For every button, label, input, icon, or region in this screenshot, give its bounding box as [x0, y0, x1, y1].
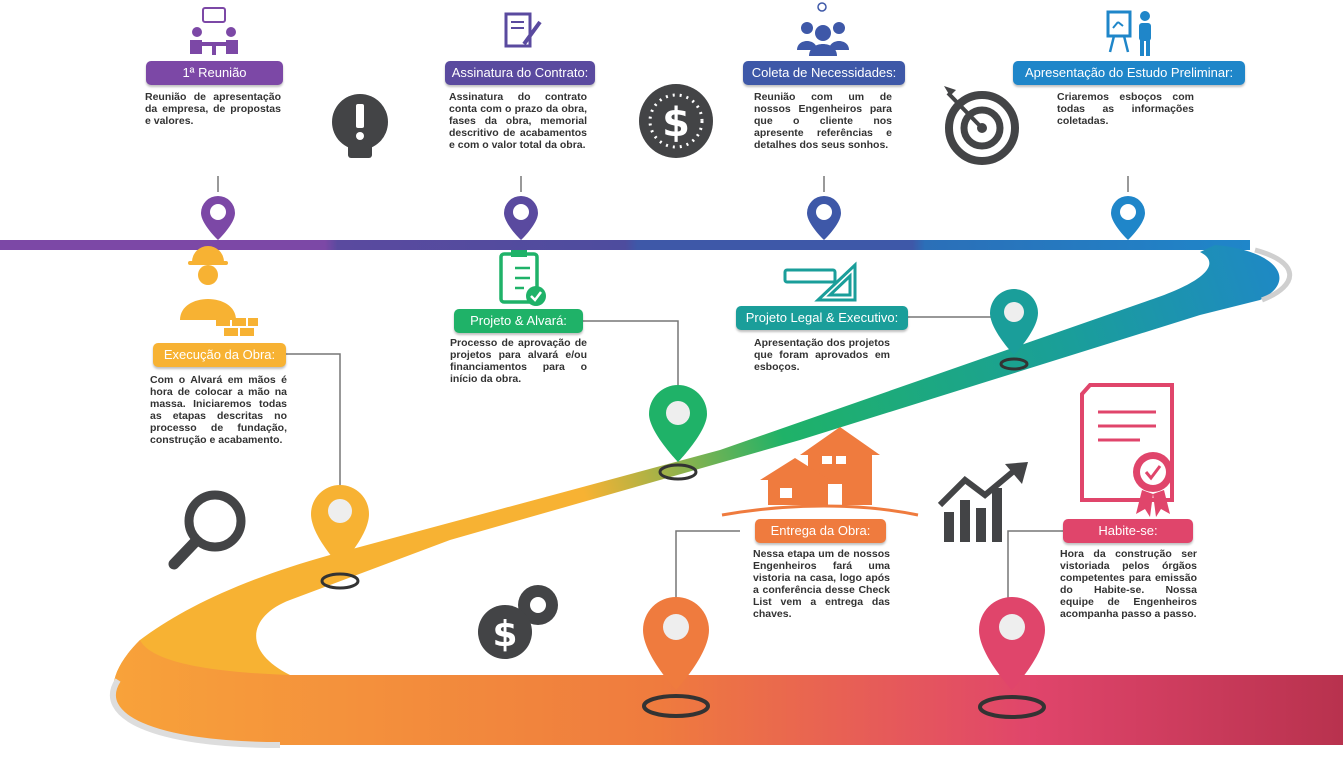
desc-reuniao: Reunião de apresentação da empresa, de p… [145, 91, 281, 127]
pin-contrato [504, 196, 538, 240]
label-alvara: Projeto & Alvará: [454, 309, 583, 333]
checklist-icon [499, 250, 546, 306]
road-edge [110, 678, 281, 748]
desc-projeto-legal: Apresentação dos projetos que foram apro… [754, 337, 890, 373]
pin-habite-se [978, 597, 1046, 719]
lightbulb-alert-icon [332, 94, 388, 158]
certificate-icon [1080, 383, 1174, 517]
label-entrega: Entrega da Obra: [755, 519, 886, 543]
desc-habite-se: Hora da construção ser vistoriada pelos … [1060, 548, 1197, 620]
road [0, 240, 1343, 748]
presentation-icon [1106, 10, 1151, 56]
road-top-strip [0, 240, 1250, 250]
road-edge-right [1254, 247, 1293, 303]
label-execucao: Execução da Obra: [153, 343, 286, 367]
contract-icon [504, 12, 542, 48]
growth-chart-icon [937, 462, 1028, 542]
desc-contrato: Assinatura do contrato conta com o prazo… [449, 91, 587, 151]
pin-entrega [642, 597, 710, 718]
dollar-coin-icon: $ [639, 84, 713, 158]
desc-necessidades: Reunião com um de nossos Engenheiros par… [754, 91, 892, 151]
builder-icon [180, 246, 258, 336]
house-icon [721, 427, 919, 517]
team-idea-icon [797, 2, 849, 56]
label-habite-se: Habite-se: [1063, 519, 1193, 543]
magnifier-icon [168, 490, 246, 570]
pin-reuniao [201, 196, 235, 240]
label-projeto-legal: Projeto Legal & Executivo: [736, 306, 908, 330]
svg-text:$: $ [662, 100, 690, 146]
connectors [217, 176, 1129, 600]
label-contrato: Assinatura do Contrato: [445, 61, 595, 85]
label-reuniao: 1ª Reunião [146, 61, 283, 85]
meeting-icon [190, 7, 238, 55]
pin-estudo [1111, 196, 1145, 240]
desc-execucao: Com o Alvará em mãos é hora de colocar a… [150, 374, 287, 446]
desc-entrega: Nessa etapa um de nossos Engenheiros far… [753, 548, 890, 620]
pin-projeto-legal [990, 289, 1038, 371]
label-estudo: Apresentação do Estudo Preliminar: [1013, 61, 1245, 85]
drafting-icon [783, 261, 857, 302]
money-gear-icon: $ [478, 585, 558, 659]
pin-necessidades [807, 196, 841, 240]
pin-alvara [649, 385, 707, 481]
label-necessidades: Coleta de Necessidades: [743, 61, 905, 85]
road-bottom [113, 640, 1343, 745]
desc-alvara: Processo de aprovação de projetos para a… [450, 337, 587, 385]
target-icon [944, 86, 1019, 165]
svg-text:$: $ [492, 614, 517, 655]
desc-estudo: Criaremos esboços com todas as informaçõ… [1057, 91, 1194, 127]
pin-execucao [311, 485, 369, 590]
